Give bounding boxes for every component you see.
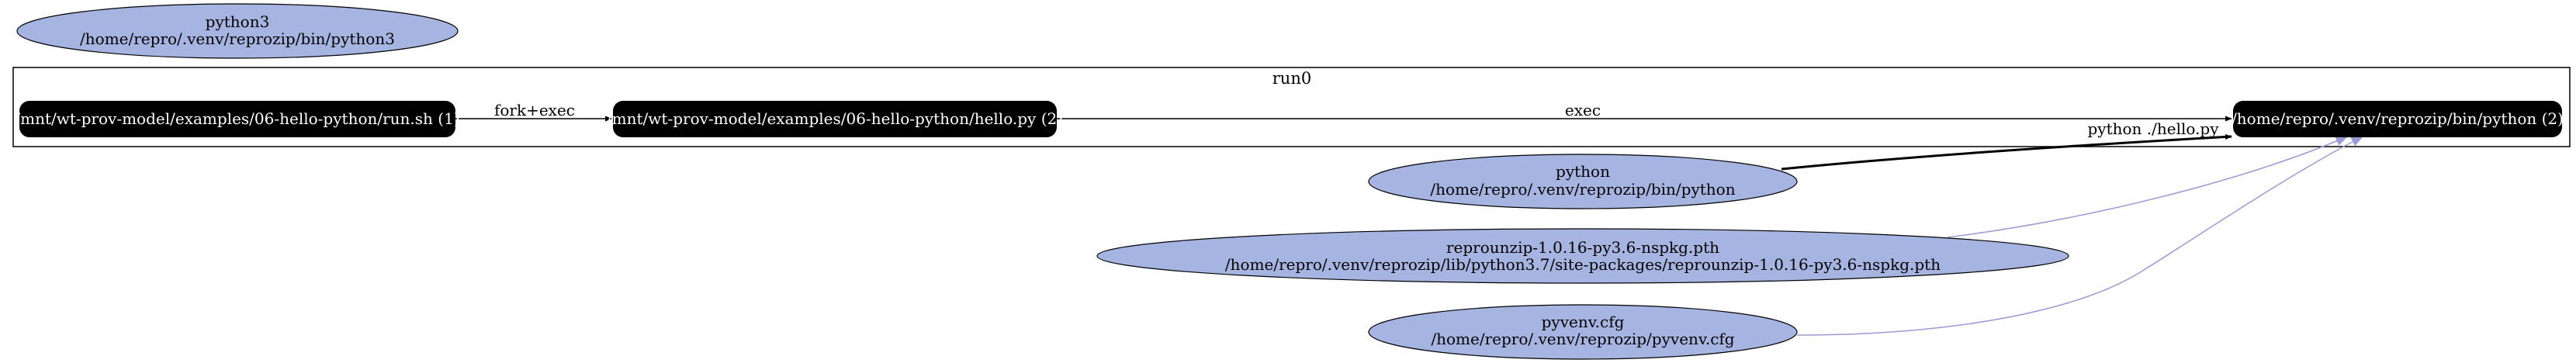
file-name: python [1556, 162, 1610, 181]
process-box [613, 101, 1057, 137]
file-name: pyvenv.cfg [1542, 313, 1625, 331]
edge-reprounzip-pth [1947, 136, 2349, 238]
process-hello-py[interactable]: /mnt/wt-prov-model/examples/06-hello-pyt… [607, 101, 1063, 137]
file-reprounzip-pth[interactable]: reprounzip-1.0.16-py3.6-nspkg.pth /home/… [1096, 228, 2069, 284]
file-path: /home/repro/.venv/reprozip/lib/python3.7… [1225, 255, 1941, 274]
process-run-sh[interactable]: /mnt/wt-prov-model/examples/06-hello-pyt… [15, 101, 460, 137]
cluster-run0: run0 [12, 67, 2571, 147]
file-ellipse [1096, 228, 2069, 284]
file-python3[interactable]: python3 /home/repro/.venv/reprozip/bin/p… [16, 3, 459, 59]
file-pyvenv[interactable]: pyvenv.cfg /home/repro/.venv/reprozip/py… [1368, 304, 1798, 360]
process-box [19, 101, 455, 137]
process-label: /mnt/wt-prov-model/examples/06-hello-pyt… [15, 109, 459, 128]
edge-python-hello [1781, 133, 2232, 171]
file-path: /home/repro/.venv/reprozip/bin/python3 [80, 29, 395, 48]
cluster-border [12, 67, 2571, 147]
file-ellipse [16, 3, 459, 59]
process-label: /home/repro/.venv/reprozip/bin/python (2… [2231, 109, 2564, 128]
edge-label-exec: exec [1565, 101, 1601, 119]
file-python[interactable]: python /home/repro/.venv/reprozip/bin/py… [1368, 154, 1798, 209]
edge-label-fork-exec: fork+exec [494, 101, 575, 119]
file-name: python3 [206, 12, 270, 31]
edge-label-python-hello: python ./hello.py [2087, 119, 2219, 138]
process-label: /mnt/wt-prov-model/examples/06-hello-pyt… [607, 109, 1063, 128]
cluster-label: run0 [1272, 69, 1311, 88]
file-name: reprounzip-1.0.16-py3.6-nspkg.pth [1446, 238, 1719, 257]
file-path: /home/repro/.venv/reprozip/pyvenv.cfg [1431, 330, 1734, 348]
process-box [2233, 101, 2562, 137]
edge-pyvenv [1796, 136, 2364, 336]
process-python-bin[interactable]: /home/repro/.venv/reprozip/bin/python (2… [2231, 101, 2564, 137]
file-ellipse [1368, 154, 1798, 209]
file-path: /home/repro/.venv/reprozip/bin/python [1430, 180, 1735, 199]
edges: fork+exec exec python ./hello.py [455, 101, 2364, 336]
file-ellipse [1368, 304, 1798, 360]
